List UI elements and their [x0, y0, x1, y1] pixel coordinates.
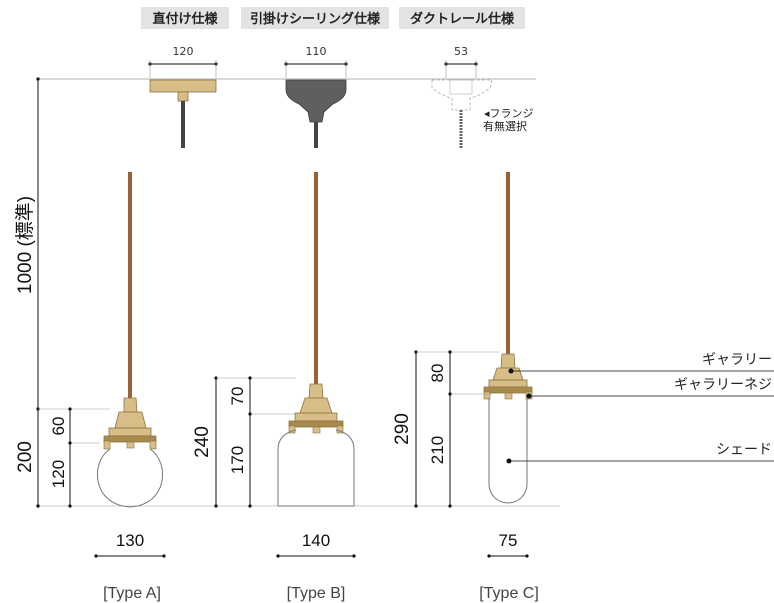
top-width-c-value: 53 [454, 45, 468, 58]
mount-duct-rail-adaptor: ◂フランジ 有無選択 [431, 79, 534, 148]
type-b-upper-value: 70 [228, 387, 247, 406]
type-a-caption: [Type A] [103, 585, 161, 602]
top-width-a-value: 120 [173, 45, 194, 58]
header-duct-rail: ダクトレール仕様 [399, 7, 525, 29]
type-a-split-heights: 60 120 [38, 407, 110, 508]
type-c-width-dimension: 75 [487, 531, 529, 558]
lamp-type-c [483, 353, 533, 504]
type-b-width-value: 140 [302, 531, 330, 550]
lamp-type-a [97, 397, 163, 508]
type-b-total-value: 240 [192, 426, 213, 458]
callout-gallery-screw-label: ギャラリーネジ [674, 377, 772, 393]
type-b-split-heights: 70 170 [216, 376, 296, 508]
type-a-total-height: 200 [15, 407, 40, 508]
type-b-lower-value: 170 [228, 446, 247, 474]
type-a-lower-value: 120 [49, 460, 68, 488]
type-a-width-dimension: 130 [94, 531, 166, 558]
type-c-lower-value: 210 [428, 436, 447, 464]
top-width-b-value: 110 [306, 45, 327, 58]
callout-gallery-label: ギャラリー [702, 352, 772, 368]
type-c-caption: [Type C] [479, 585, 539, 602]
mount-ceiling-hook-canopy [285, 79, 347, 148]
type-c-total-height: 290 [392, 350, 418, 508]
top-width-b: 110 [284, 45, 348, 78]
type-b-caption: [Type B] [287, 585, 346, 602]
type-b-width-dimension: 140 [276, 531, 356, 558]
flange-note-line2: 有無選択 [483, 119, 527, 133]
type-c-split-heights: 80 210 [416, 350, 500, 508]
flange-note-line1: ◂フランジ [484, 107, 534, 120]
type-a-upper-value: 60 [49, 417, 68, 436]
top-width-c: 53 [444, 45, 478, 78]
type-b-total-height: 240 [192, 376, 218, 508]
callout-gallery: ギャラリー [508, 352, 774, 374]
header-bg [141, 7, 229, 29]
header-bg [241, 7, 389, 29]
type-c-upper-value: 80 [428, 364, 447, 383]
callout-shade-label: シェード [716, 442, 772, 458]
type-a-width-value: 130 [116, 531, 144, 550]
header-direct-mount: 直付け仕様 [141, 7, 229, 29]
type-a-total-value: 200 [15, 441, 36, 473]
header-duct-rail-label: ダクトレール仕様 [410, 11, 515, 27]
callout-gallery-screw: ギャラリーネジ [526, 377, 774, 399]
overall-length-label: 1000 (標準) [14, 196, 36, 294]
type-c-width-value: 75 [499, 531, 518, 550]
callout-shade: シェード [506, 442, 774, 464]
top-width-a: 120 [148, 45, 218, 78]
mount-direct-plate [149, 79, 217, 148]
header-bg [399, 7, 525, 29]
lamp-type-b [277, 383, 355, 507]
type-c-total-value: 290 [392, 413, 413, 445]
header-ceiling-hook-label: 引掛けシーリング仕様 [250, 11, 381, 27]
header-direct-mount-label: 直付け仕様 [152, 11, 218, 27]
header-ceiling-hook: 引掛けシーリング仕様 [241, 7, 389, 29]
